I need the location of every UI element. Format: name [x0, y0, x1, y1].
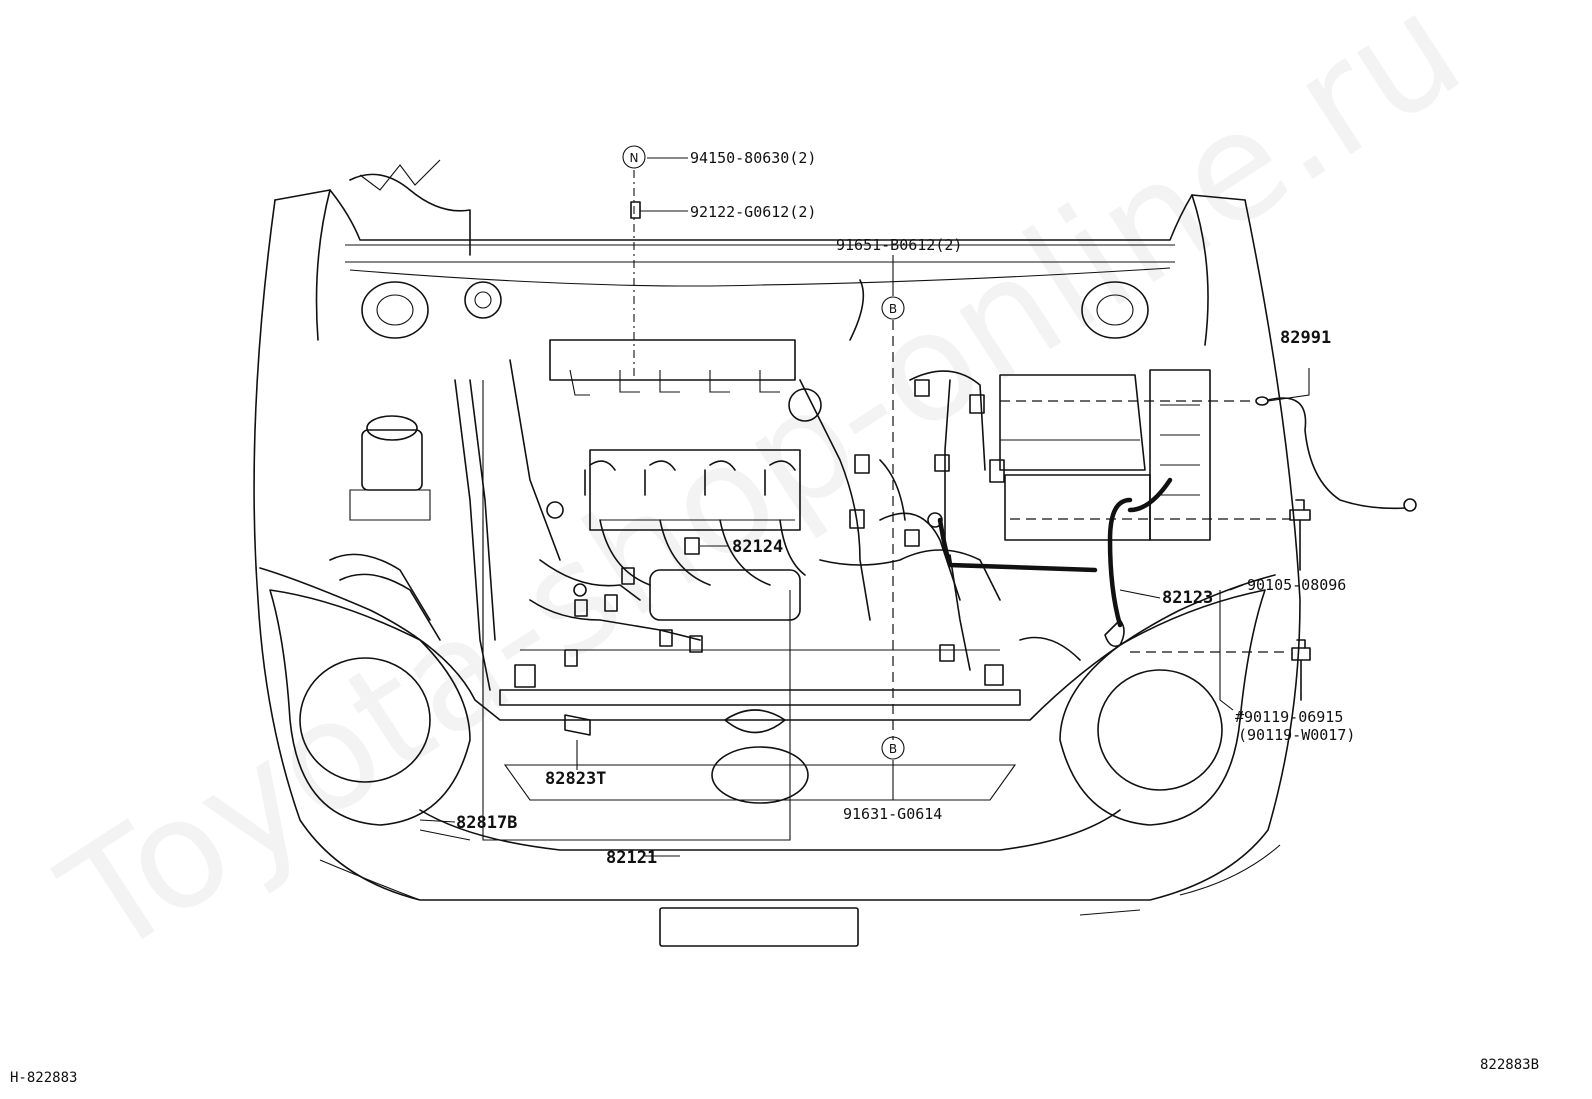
marker-b-top: B: [881, 296, 905, 320]
diagram-code-left: H-822883: [10, 1070, 77, 1086]
clamp-icon: [630, 201, 641, 219]
part-label-94150[interactable]: 94150-80630(2): [690, 149, 816, 167]
engine-components: [329, 281, 1211, 736]
part-label-91631[interactable]: 91631-G0614: [843, 805, 942, 823]
part-label-90105[interactable]: 90105-08096: [1247, 576, 1346, 594]
part-label-82121[interactable]: 82121: [606, 848, 657, 868]
bolt-icon-90119: [1291, 639, 1311, 701]
vehicle-body-outline: [253, 189, 1301, 947]
part-label-82123[interactable]: 82123: [1162, 588, 1213, 608]
marker-b-bottom: B: [881, 736, 905, 760]
part-label-82991[interactable]: 82991: [1280, 328, 1331, 348]
svg-text:B: B: [889, 742, 897, 756]
marker-n: N: [622, 145, 646, 169]
diagram-code-right: 822883B: [1480, 1057, 1539, 1073]
part-label-90119[interactable]: #90119-06915: [1235, 708, 1343, 726]
hardware: [630, 201, 1417, 701]
part-label-90119-alt[interactable]: (90119-W0017): [1238, 726, 1355, 744]
part-label-92122[interactable]: 92122-G0612(2): [690, 203, 816, 221]
wire-harness: [349, 159, 1173, 691]
svg-text:B: B: [889, 302, 897, 316]
svg-text:N: N: [630, 151, 639, 165]
part-label-82817[interactable]: 82817B: [456, 813, 517, 833]
leader-lines: [419, 157, 1310, 857]
part-label-91651[interactable]: 91651-B0612(2): [836, 236, 962, 254]
part-label-82823[interactable]: 82823T: [545, 769, 606, 789]
part-label-82124[interactable]: 82124: [732, 537, 783, 557]
ground-strap-82991: [1255, 396, 1417, 512]
bolt-icon-90105: [1289, 499, 1311, 571]
